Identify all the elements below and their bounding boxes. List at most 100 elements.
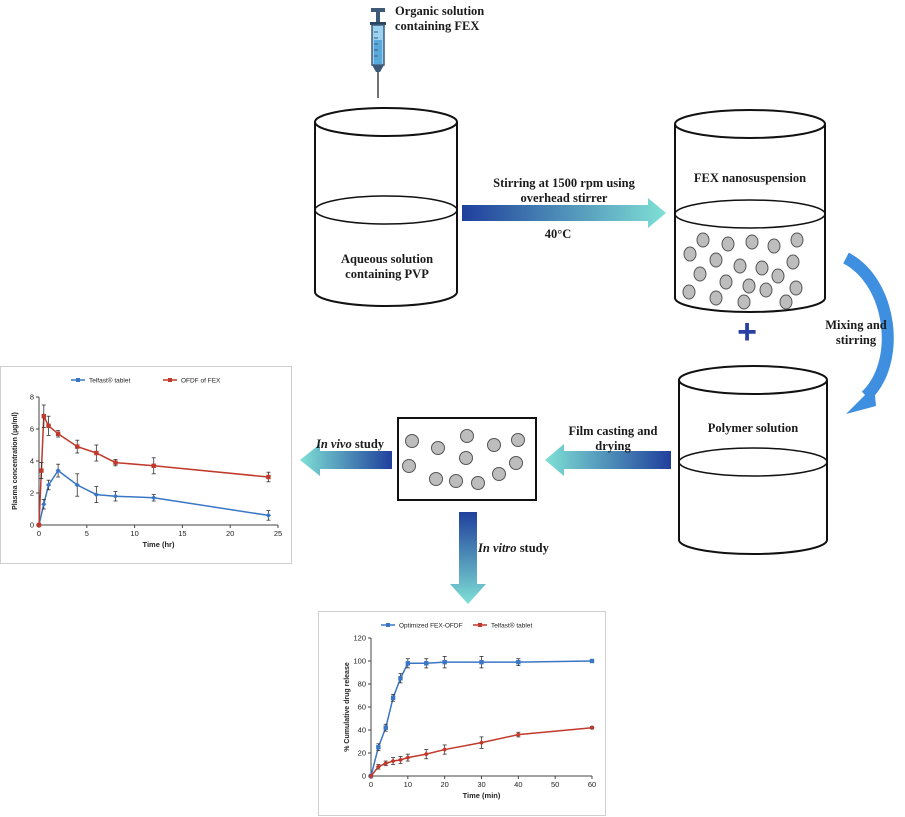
chart1-point-0-3	[390, 695, 396, 700]
chart0-point-1-2	[41, 414, 46, 419]
chart0-point-1-8	[151, 463, 156, 468]
chart1-legend-label-0: Optimized FEX-OFDF	[399, 623, 463, 630]
chart1-y-tick-label-4: 80	[358, 680, 366, 689]
beaker2-label: FEX nanosuspension	[693, 171, 807, 185]
chart0-point-1-5	[75, 444, 80, 449]
chart0-point-0-8	[265, 512, 272, 518]
chart1-x-tick-label-2: 20	[440, 780, 448, 789]
chart1-y-tick-label-3: 60	[358, 703, 366, 712]
chart1-point-0-8	[479, 659, 484, 665]
beaker-nanosuspension	[674, 109, 826, 313]
chart0-y-tick-label-1: 2	[30, 489, 34, 498]
chart1-x-tick-label-4: 40	[514, 780, 522, 789]
chart0-x-tick-label-2: 10	[130, 529, 138, 538]
chart1-legend-marker-1	[478, 623, 482, 627]
chart0-point-1-0	[36, 522, 42, 528]
chart0-point-1-3	[46, 423, 51, 428]
chart1-legend-label-1: Telfast® tablet	[491, 622, 532, 630]
curved-arrow	[842, 252, 894, 414]
in-vivo-label: In vivo study	[315, 437, 385, 451]
chart1-point-0-4	[398, 676, 403, 681]
in-vivo-chart: Telfast® tablet OFDF of FEX 0 5 10 15 20 25 0 2 4 6…	[0, 366, 292, 564]
chart1-point-0-5	[405, 661, 411, 666]
chart0-point-0-7	[151, 495, 157, 501]
chart1-legend-marker-0	[386, 623, 390, 627]
chart0-point-0-1	[41, 501, 47, 507]
chart1-x-tick-label-6: 60	[588, 780, 596, 789]
chart0-legend-marker-0	[76, 378, 80, 382]
chart1-point-1-8	[478, 740, 485, 746]
chart0-point-1-1	[39, 468, 44, 473]
temperature-label: 40°C	[544, 227, 572, 241]
chart1-point-1-4	[397, 757, 404, 763]
mixing-label: Mixing and stirring	[825, 318, 887, 347]
plus-sign: +	[737, 313, 757, 351]
chart0-y-tick-label-4: 8	[30, 393, 34, 402]
syringe-icon	[370, 8, 386, 98]
chart1-y-tick-label-0: 0	[362, 772, 366, 781]
chart1-x-label: Time (min)	[463, 791, 501, 800]
chart0-y-tick-label-0: 0	[30, 521, 34, 530]
chart0-legend-marker-1	[168, 378, 172, 382]
chart1-y-label: % Cumulative drug release	[344, 662, 351, 752]
chart0-x-tick-label-4: 20	[226, 529, 234, 538]
chart1-x-tick-label-1: 10	[404, 780, 412, 789]
chart1-point-1-6	[423, 751, 429, 757]
beaker-aqueous-pvp	[314, 107, 458, 307]
nanoparticles	[682, 232, 804, 310]
film-casting-label: Film casting and drying	[568, 424, 658, 453]
in-vitro-chart-svg: Optimized FEX-OFDF Telfast® tablet 0 10 20 30…	[344, 622, 596, 801]
in-vivo-chart-svg: Telfast® tablet OFDF of FEX 0 5 10 15 20 25 0 2 4 6…	[12, 377, 282, 550]
chart1-point-1-7	[442, 746, 448, 753]
chart0-point-1-6	[94, 450, 99, 456]
chart0-point-0-2	[45, 482, 52, 488]
chart1-point-0-10	[589, 658, 595, 664]
chart1-point-0-9	[516, 659, 521, 665]
chart1-point-0-7	[442, 659, 447, 665]
chart1-point-1-2	[383, 760, 389, 766]
chart0-legend-label-1: OFDF of FEX	[181, 378, 221, 385]
chart0-point-1-9	[266, 474, 271, 480]
chart1-series-line-1	[370, 726, 593, 777]
chart1-point-0-2	[383, 725, 388, 730]
chart0-x-tick-label-1: 5	[85, 529, 89, 538]
chart0-point-0-4	[74, 482, 80, 488]
chart1-point-1-0	[368, 773, 374, 779]
chart1-x-tick-label-5: 50	[551, 780, 559, 789]
chart1-y-tick-label-5: 100	[353, 657, 366, 666]
chart1-x-tick-label-0: 0	[369, 780, 373, 789]
chart1-x-tick-label-3: 30	[477, 780, 485, 789]
chart0-x-tick-label-0: 0	[37, 529, 41, 538]
chart0-y-label: Plasma concentration (µg/ml)	[12, 412, 19, 510]
syringe-label: Organic solution containing FEX	[395, 4, 485, 33]
chart0-point-0-6	[112, 493, 119, 499]
chart1-y-tick-label-6: 120	[353, 634, 366, 643]
chart0-y-tick-label-3: 6	[30, 425, 34, 434]
chart0-point-1-7	[113, 460, 118, 465]
arrow-film-casting	[545, 444, 671, 476]
chart0-x-tick-label-5: 25	[274, 529, 282, 538]
in-vitro-chart: Optimized FEX-OFDF Telfast® tablet 0 10 20 30…	[318, 611, 606, 816]
chart0-point-1-4	[55, 431, 61, 436]
chart1-point-1-5	[405, 755, 411, 761]
arrow-stirring	[462, 198, 666, 228]
arrow-in-vivo	[300, 444, 392, 476]
film	[397, 417, 537, 501]
in-vitro-label: In vitro study	[478, 541, 549, 555]
chart1-point-0-1	[376, 745, 381, 750]
chart1-point-1-9	[515, 732, 521, 738]
chart0-x-label: Time (hr)	[143, 540, 175, 549]
chart1-point-1-3	[390, 758, 396, 764]
chart0-y-tick-label-2: 4	[30, 457, 34, 466]
chart1-point-0-6	[424, 661, 429, 666]
beaker-polymer-solution	[678, 365, 828, 555]
beaker3-label: Polymer solution	[707, 421, 799, 435]
chart0-x-tick-label-3: 15	[178, 529, 186, 538]
chart1-point-1-10	[589, 725, 595, 731]
chart0-legend-label-0: Telfast® tablet	[89, 377, 130, 385]
chart0-point-0-5	[93, 492, 99, 498]
stirring-label: Stirring at 1500 rpm using overhead stir…	[493, 176, 635, 205]
chart1-y-tick-label-2: 40	[358, 726, 366, 735]
beaker1-label: Aqueous solution containing PVP	[340, 252, 434, 281]
